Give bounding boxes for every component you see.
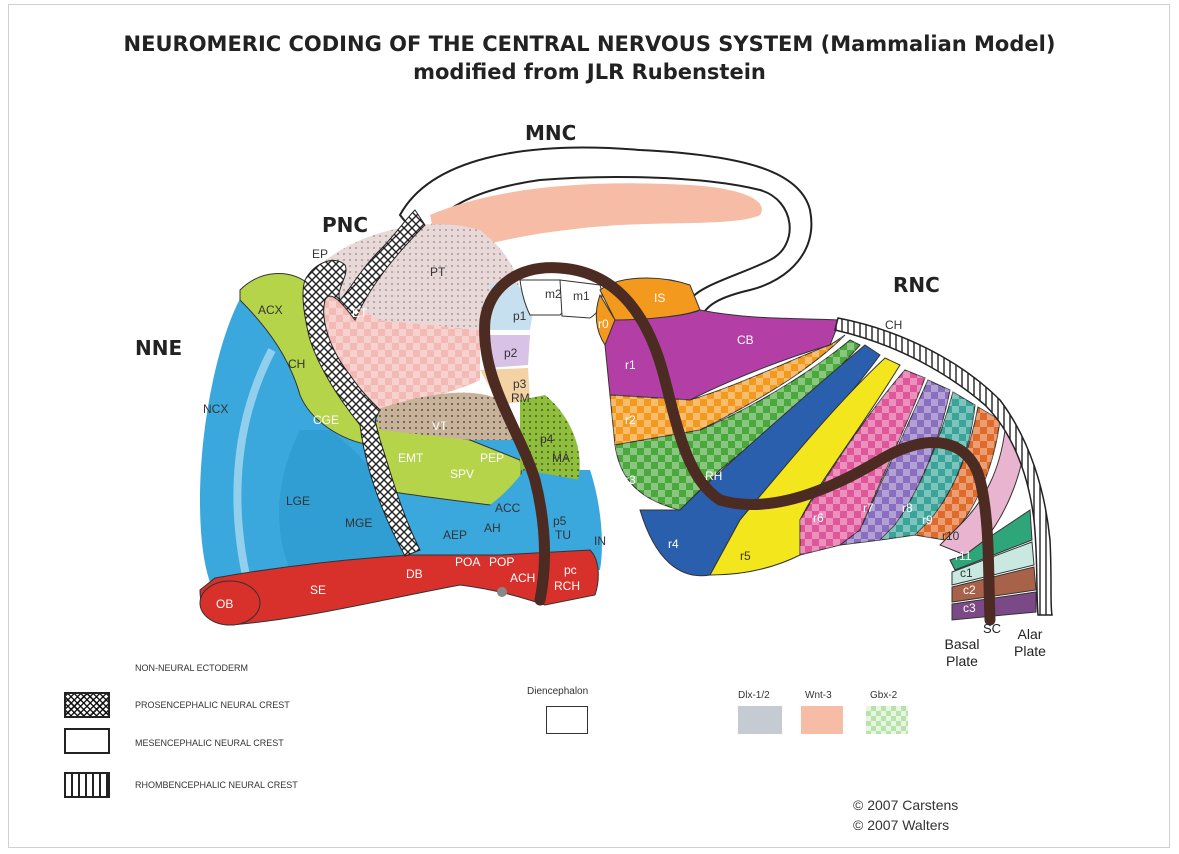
label-cge: CGE xyxy=(313,413,339,427)
label-ah: AH xyxy=(484,521,501,535)
label-c2: c2 xyxy=(963,583,976,597)
label-pep: PEP xyxy=(480,451,504,465)
label-p5: p5 xyxy=(553,514,567,528)
label-mge: MGE xyxy=(345,516,372,530)
label-r11: r11 xyxy=(955,549,972,563)
legend-dlx: Dlx-1/2 xyxy=(738,690,770,701)
label-alar-plate: Alar Plate xyxy=(1005,626,1055,660)
label-ch-left: CH xyxy=(288,357,305,371)
label-r6: r6 xyxy=(813,511,824,525)
label-p1: p1 xyxy=(513,309,527,323)
label-ep: EP xyxy=(312,247,328,261)
label-ncx: NCX xyxy=(203,402,228,416)
legend-rhombencephalic: RHOMBENCEPHALIC NEURAL CREST xyxy=(135,780,298,790)
label-r7: r7 xyxy=(863,501,874,515)
legend-wnt: Wnt-3 xyxy=(805,690,832,701)
label-nne: NNE xyxy=(135,336,182,360)
label-r3: r3 xyxy=(625,473,636,487)
legend-swatch-mesencephalic xyxy=(64,728,110,754)
legend-swatch-diencephalon xyxy=(546,706,588,734)
legend-swatch-prosencephalic xyxy=(64,692,110,718)
label-sc: SC xyxy=(983,621,1001,636)
label-pt: PT xyxy=(430,265,446,279)
label-vt: VT xyxy=(432,419,448,433)
label-r5: r5 xyxy=(740,549,751,563)
label-poa: POA xyxy=(455,555,480,569)
label-p2: p2 xyxy=(504,346,518,360)
label-se: SE xyxy=(310,583,326,597)
label-p4: p4 xyxy=(540,432,554,446)
label-r1: r1 xyxy=(625,358,636,372)
label-m2: m2 xyxy=(545,287,562,301)
label-r8: r8 xyxy=(902,501,913,515)
label-r10: r10 xyxy=(942,529,960,543)
label-ach: ACH xyxy=(510,571,535,585)
label-r2: r2 xyxy=(625,413,636,427)
ach-dot xyxy=(497,587,507,597)
legend-swatch-rhombencephalic xyxy=(64,772,110,798)
label-ob: OB xyxy=(216,597,233,611)
label-acx: ACX xyxy=(258,303,283,317)
label-mnc: MNC xyxy=(525,121,576,145)
copyright-walters: © 2007 Walters xyxy=(853,817,949,833)
label-in: IN xyxy=(594,534,606,548)
label-ch-right: CH xyxy=(885,318,902,332)
label-r4: r4 xyxy=(668,537,679,551)
label-c3: c3 xyxy=(963,601,976,615)
legend-swatch-dlx xyxy=(738,706,782,734)
copyright-carstens: © 2007 Carstens xyxy=(853,797,958,813)
legend-gbx: Gbx-2 xyxy=(870,690,897,701)
label-db: DB xyxy=(406,567,423,581)
label-cb: CB xyxy=(737,333,754,347)
label-rh: RH xyxy=(705,469,722,483)
label-acc: ACC xyxy=(495,501,521,515)
label-et: ET xyxy=(352,306,368,320)
label-rnc: RNC xyxy=(893,273,940,297)
label-pc: pc xyxy=(564,563,577,577)
label-rch: RCH xyxy=(554,579,580,593)
legend-swatch-wnt xyxy=(801,706,843,734)
label-rm: RM xyxy=(511,391,530,405)
label-tu: TU xyxy=(555,528,571,542)
label-r9: r9 xyxy=(922,513,933,527)
label-r0: r0 xyxy=(598,317,609,331)
label-p3: p3 xyxy=(513,377,527,391)
legend-non-neural: NON-NEURAL ECTODERM xyxy=(135,663,248,673)
legend-prosencephalic: PROSENCEPHALIC NEURAL CREST xyxy=(135,700,290,710)
label-pop: POP xyxy=(489,555,514,569)
label-basal-plate: Basal Plate xyxy=(937,636,987,670)
legend-swatch-gbx xyxy=(866,706,908,734)
label-lge: LGE xyxy=(286,494,310,508)
label-aep: AEP xyxy=(443,528,467,542)
label-emt: EMT xyxy=(398,451,424,465)
label-spv: SPV xyxy=(450,467,474,481)
legend-diencephalon: Diencephalon xyxy=(527,686,588,697)
label-c1: c1 xyxy=(960,566,973,580)
label-pnc: PNC xyxy=(322,213,368,237)
label-m1: m1 xyxy=(573,289,590,303)
label-ma: MA xyxy=(552,451,570,465)
legend-mesencephalic: MESENCEPHALIC NEURAL CREST xyxy=(135,738,284,748)
label-is: IS xyxy=(654,291,665,305)
